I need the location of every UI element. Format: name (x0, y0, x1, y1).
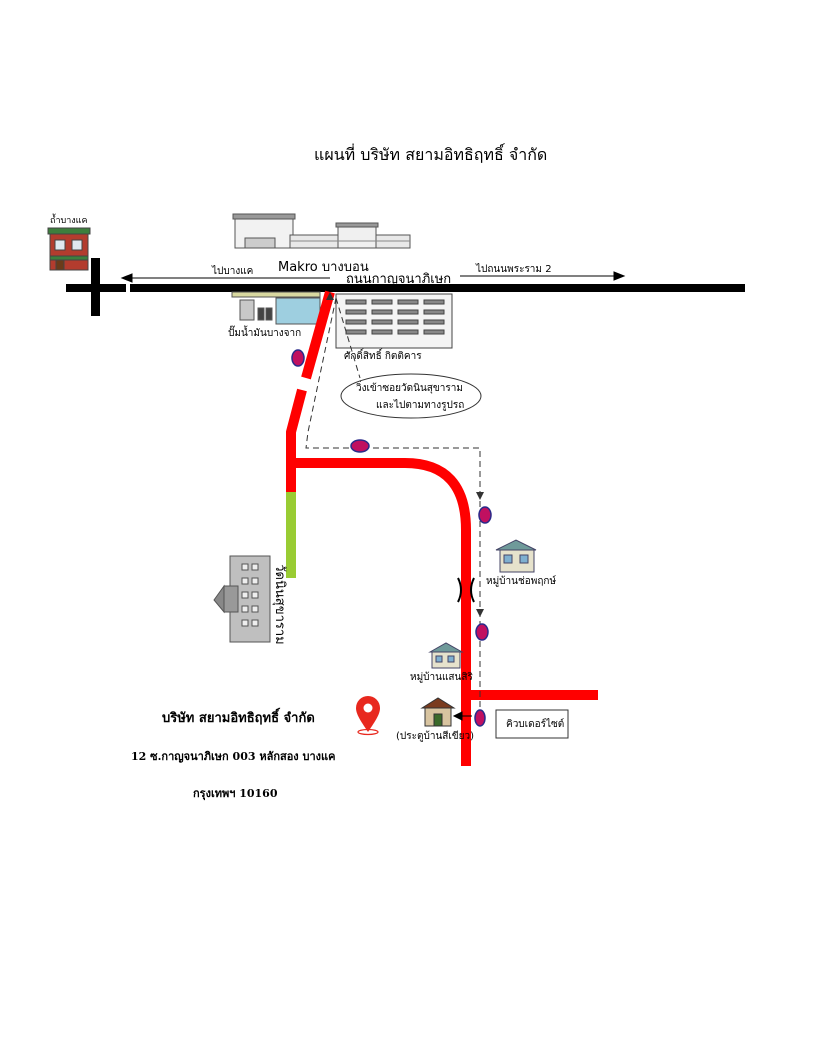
callout-line-1: วิ่งเข้าซอยวัดนินสุขาราม (356, 383, 463, 394)
makro-building-icon (232, 213, 411, 249)
village-saensiri-label: หมู่บ้านแสนสิริ (410, 672, 473, 683)
car-icon (291, 349, 492, 727)
company-city: กรุงเทพฯ 10160 (193, 787, 278, 800)
to-bangkae-arrow (120, 273, 330, 283)
sakdisit-label: ศักดิ์สิทธิ์ กิตติคาร (344, 351, 422, 362)
crossroad-icon (66, 258, 126, 316)
main-road (130, 284, 745, 292)
to-bangkae-label: ไปบางแค (212, 266, 254, 277)
sakdisit-building-icon (335, 293, 453, 349)
temple-road-label: วัดนินสุขาราม (271, 564, 287, 645)
gate-arrow (452, 711, 472, 721)
makro-label: Makro บางบอน (278, 260, 369, 275)
wood-depot-box (495, 709, 569, 739)
company-name: บริษัท สยามอิทธิฤทธิ์ จำกัด (162, 711, 315, 726)
bridge-icon (457, 577, 475, 603)
house-icon (47, 227, 91, 271)
temple-road-segment (286, 492, 296, 578)
village-house-icon-2 (428, 642, 464, 669)
route-line (286, 290, 598, 766)
to-rama2-arrow (460, 271, 626, 281)
village-chokpruek-label: หมู่บ้านช่อพฤกษ์ (486, 576, 557, 587)
gate-label: (ประตูบ้านสีเขียว) (396, 731, 475, 742)
callout-bubble (340, 373, 482, 419)
road-name-label: ถนนกาญจนาภิเษก (346, 272, 452, 287)
wood-depot-label: คิวบเดอร์ไซต์ (506, 719, 565, 730)
callout-line-2: และไปตามทางรูปรถ (376, 400, 465, 411)
location-pin-icon (356, 696, 380, 736)
to-rama2-label: ไปถนนพระราม 2 (476, 264, 552, 275)
temple-icon (213, 555, 271, 643)
company-house-icon (420, 697, 456, 727)
company-address: 12 ซ.กาญจนาภิเษก 003 หลักสอง บางแค (131, 750, 336, 763)
village-house-icon (495, 539, 537, 573)
gas-station-label: ปั๊มน้ำมันบางจาก (228, 328, 302, 339)
gas-station-icon (231, 291, 321, 325)
map-title: แผนที่ บริษัท สยามอิทธิฤทธิ์ จำกัด (314, 145, 548, 164)
bangkae-top-label: ถ้ำบางแค (50, 216, 88, 226)
